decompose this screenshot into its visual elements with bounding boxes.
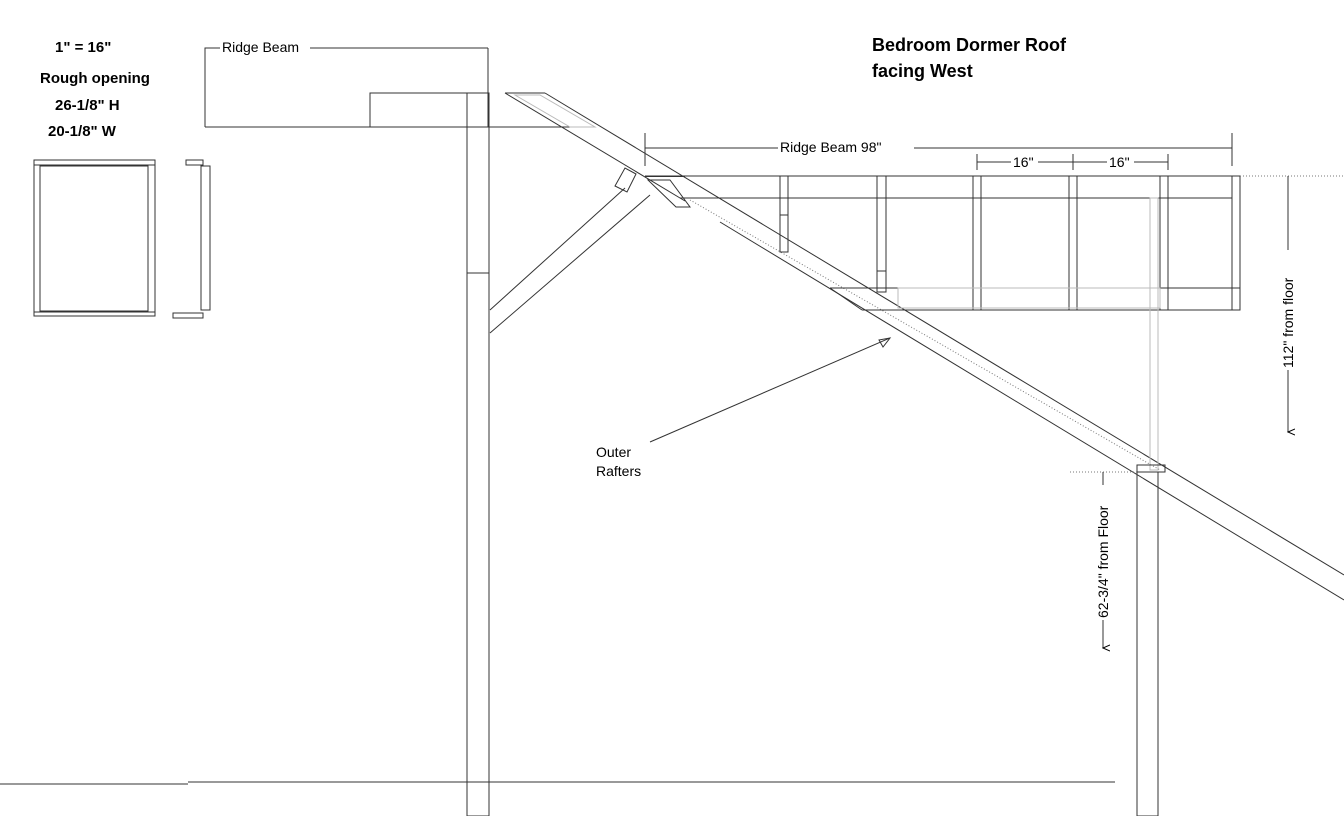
scale-text: 1" = 16": [55, 39, 111, 56]
ridge-beam-length-label: Ridge Beam 98": [780, 139, 882, 155]
rough-opening-height: 26-1/8" H: [55, 97, 120, 114]
title-line-2: facing West: [872, 61, 973, 81]
rafter-hidden-line: [689, 199, 1161, 471]
window-front: [33, 159, 156, 317]
leader-arrowhead-icon: [878, 337, 892, 348]
ridge-height-label: 112" from floor: [1280, 277, 1296, 368]
wall-height-label: 62-3/4" from Floor: [1095, 505, 1111, 618]
ridge-beam-label: Ridge Beam: [222, 39, 299, 55]
ridge-beam-dimension: [644, 133, 1233, 166]
floor-line: [0, 781, 1115, 785]
brace: [488, 167, 651, 335]
window-side: [172, 159, 211, 319]
dormer-framing: [645, 175, 1241, 471]
rough-opening-label: Rough opening: [40, 70, 150, 87]
main-post: [466, 48, 490, 816]
ridge-beam: [204, 47, 595, 128]
outer-rafters-label-2: Rafters: [596, 463, 641, 479]
spacing-dimension: [976, 154, 1169, 170]
outer-rafters-label-1: Outer: [596, 444, 631, 460]
lower-wall-post: [1136, 464, 1166, 816]
hatched-block: [646, 179, 691, 208]
rough-opening-width: 20-1/8" W: [48, 123, 117, 140]
rafter: [504, 92, 1344, 601]
outer-rafters-leader: [649, 337, 891, 443]
spacing-label-2: 16": [1109, 154, 1130, 170]
title-line-1: Bedroom Dormer Roof: [872, 35, 1067, 55]
spacing-label-1: 16": [1013, 154, 1034, 170]
